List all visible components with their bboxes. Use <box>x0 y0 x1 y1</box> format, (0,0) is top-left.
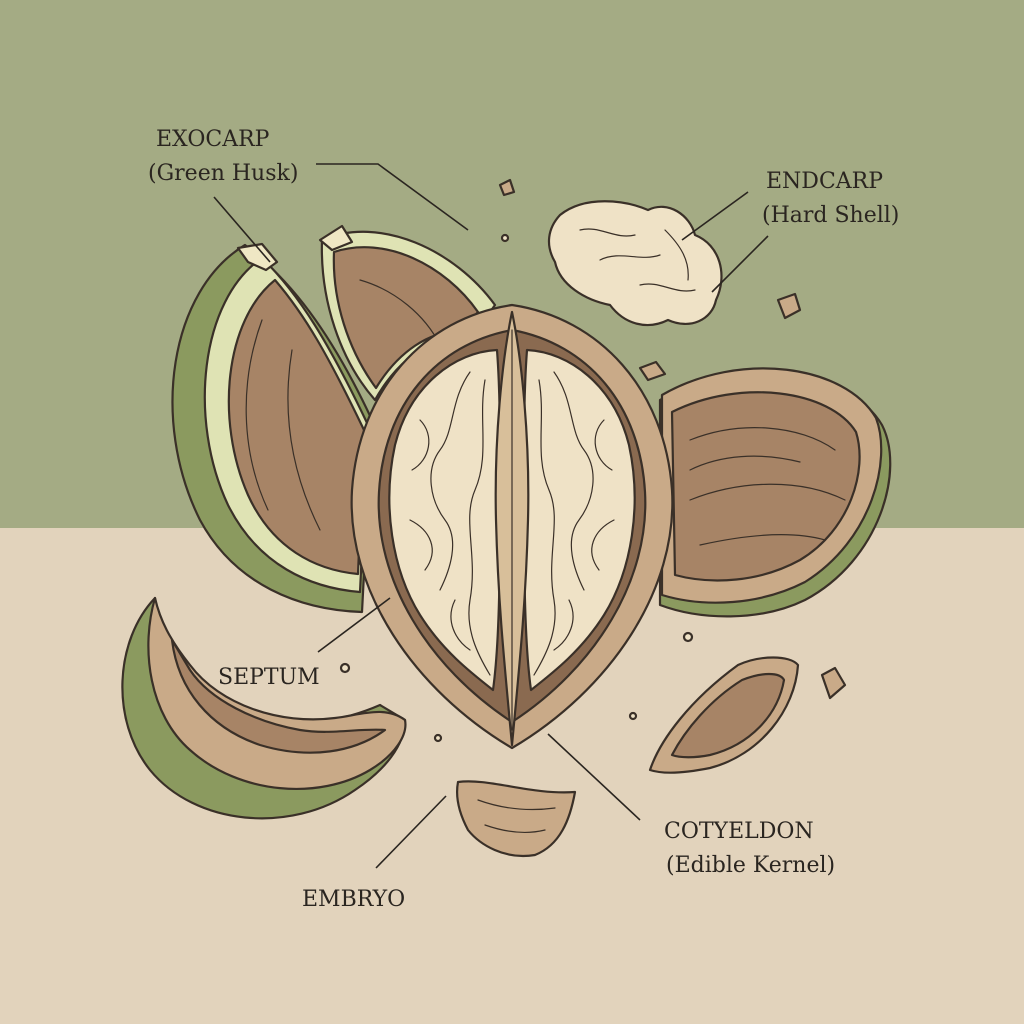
label-exocarp: EXOCARP <box>156 127 270 152</box>
left-husk-shell <box>171 242 374 614</box>
label-embryo: EMBRYO <box>302 887 405 912</box>
shell-fragment-right <box>648 656 800 774</box>
leader-exocarp-husk <box>213 196 271 263</box>
leader-endocarp-b <box>711 235 769 293</box>
leader-endocarp-a <box>681 191 749 241</box>
label-endocarp: ENDCARP <box>766 169 883 194</box>
label-cotyledon-sub: (Edible Kernel) <box>666 853 835 878</box>
shell-fragment-bottom <box>456 780 577 858</box>
upper-husk-shell <box>318 224 497 402</box>
right-shell-half <box>658 367 892 618</box>
lower-husk-piece <box>121 596 407 820</box>
leader-embryo <box>375 795 447 869</box>
label-cotyledon: COTYELDON <box>664 819 814 844</box>
crumbs <box>339 178 847 743</box>
leader-septum <box>317 597 391 653</box>
kernel-fragment <box>547 200 723 327</box>
label-endocarp-sub: (Hard Shell) <box>762 203 899 228</box>
leader-exocarp-shell <box>316 163 469 231</box>
leader-cotyledon <box>547 733 641 821</box>
label-septum: SEPTUM <box>218 665 320 690</box>
label-exocarp-sub: (Green Husk) <box>148 161 298 186</box>
walnut-cross-section <box>350 303 674 750</box>
leader-lines <box>213 163 769 869</box>
